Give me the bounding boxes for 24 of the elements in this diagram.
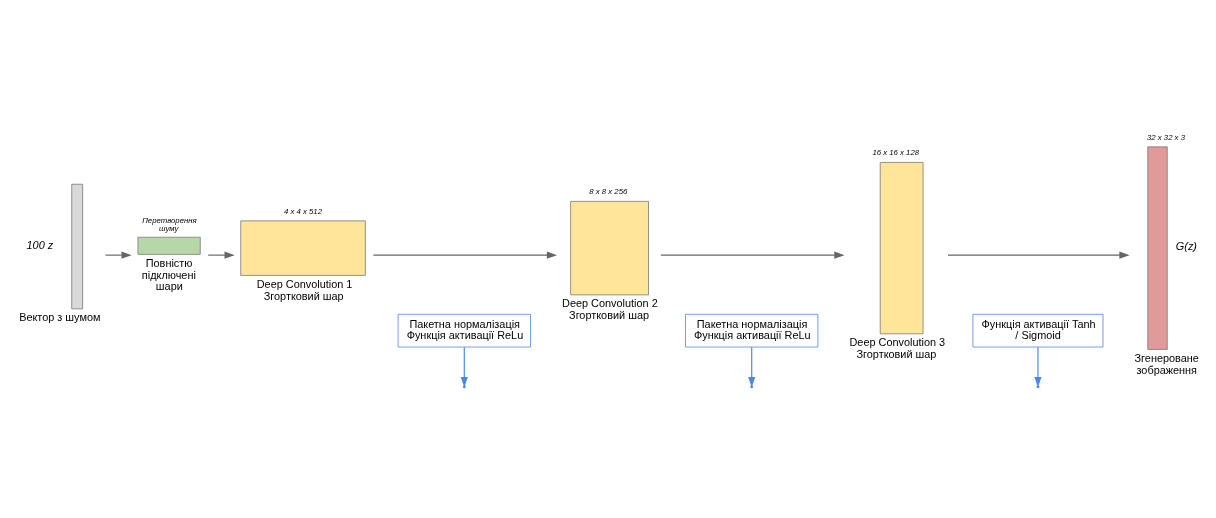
arrow bbox=[660, 251, 845, 259]
arrow bbox=[1034, 346, 1042, 388]
arrow bbox=[460, 346, 468, 388]
node-label: 100 z bbox=[26, 238, 54, 251]
node-box: Пакетна нормалізація Функція активації ReLu bbox=[397, 313, 531, 348]
node-label: Deep Convolution 2 Згортковий шар bbox=[562, 297, 658, 322]
node-label: 16 x 16 x 128 bbox=[872, 148, 920, 158]
arrow bbox=[372, 251, 557, 259]
node-box: Функція активації Tanh / Sigmoid bbox=[972, 313, 1104, 348]
node-label: 32 x 32 x 3 bbox=[1147, 132, 1185, 142]
node-box: Пакетна нормалізація Функція активації ReLu bbox=[685, 313, 819, 348]
arrow bbox=[104, 251, 132, 259]
arrow bbox=[748, 346, 756, 388]
node-label: 8 x 8 x 256 bbox=[589, 187, 628, 197]
node-label: Згенероване зображення bbox=[1134, 351, 1199, 376]
arrow bbox=[207, 251, 235, 259]
node-label: Вектор з шумом bbox=[19, 311, 101, 324]
node-label: Повністю підключені шари bbox=[141, 256, 196, 293]
arrow bbox=[947, 251, 1130, 259]
node-label: Deep Convolution 3 Згортковий шар bbox=[849, 336, 946, 361]
node-label: Deep Convolution 1 Згортковий шар bbox=[256, 278, 353, 302]
node-label: Перетворення шуму bbox=[142, 216, 197, 233]
node-label: 4 x 4 x 512 bbox=[283, 206, 322, 216]
node-label: G(z) bbox=[1175, 240, 1197, 253]
